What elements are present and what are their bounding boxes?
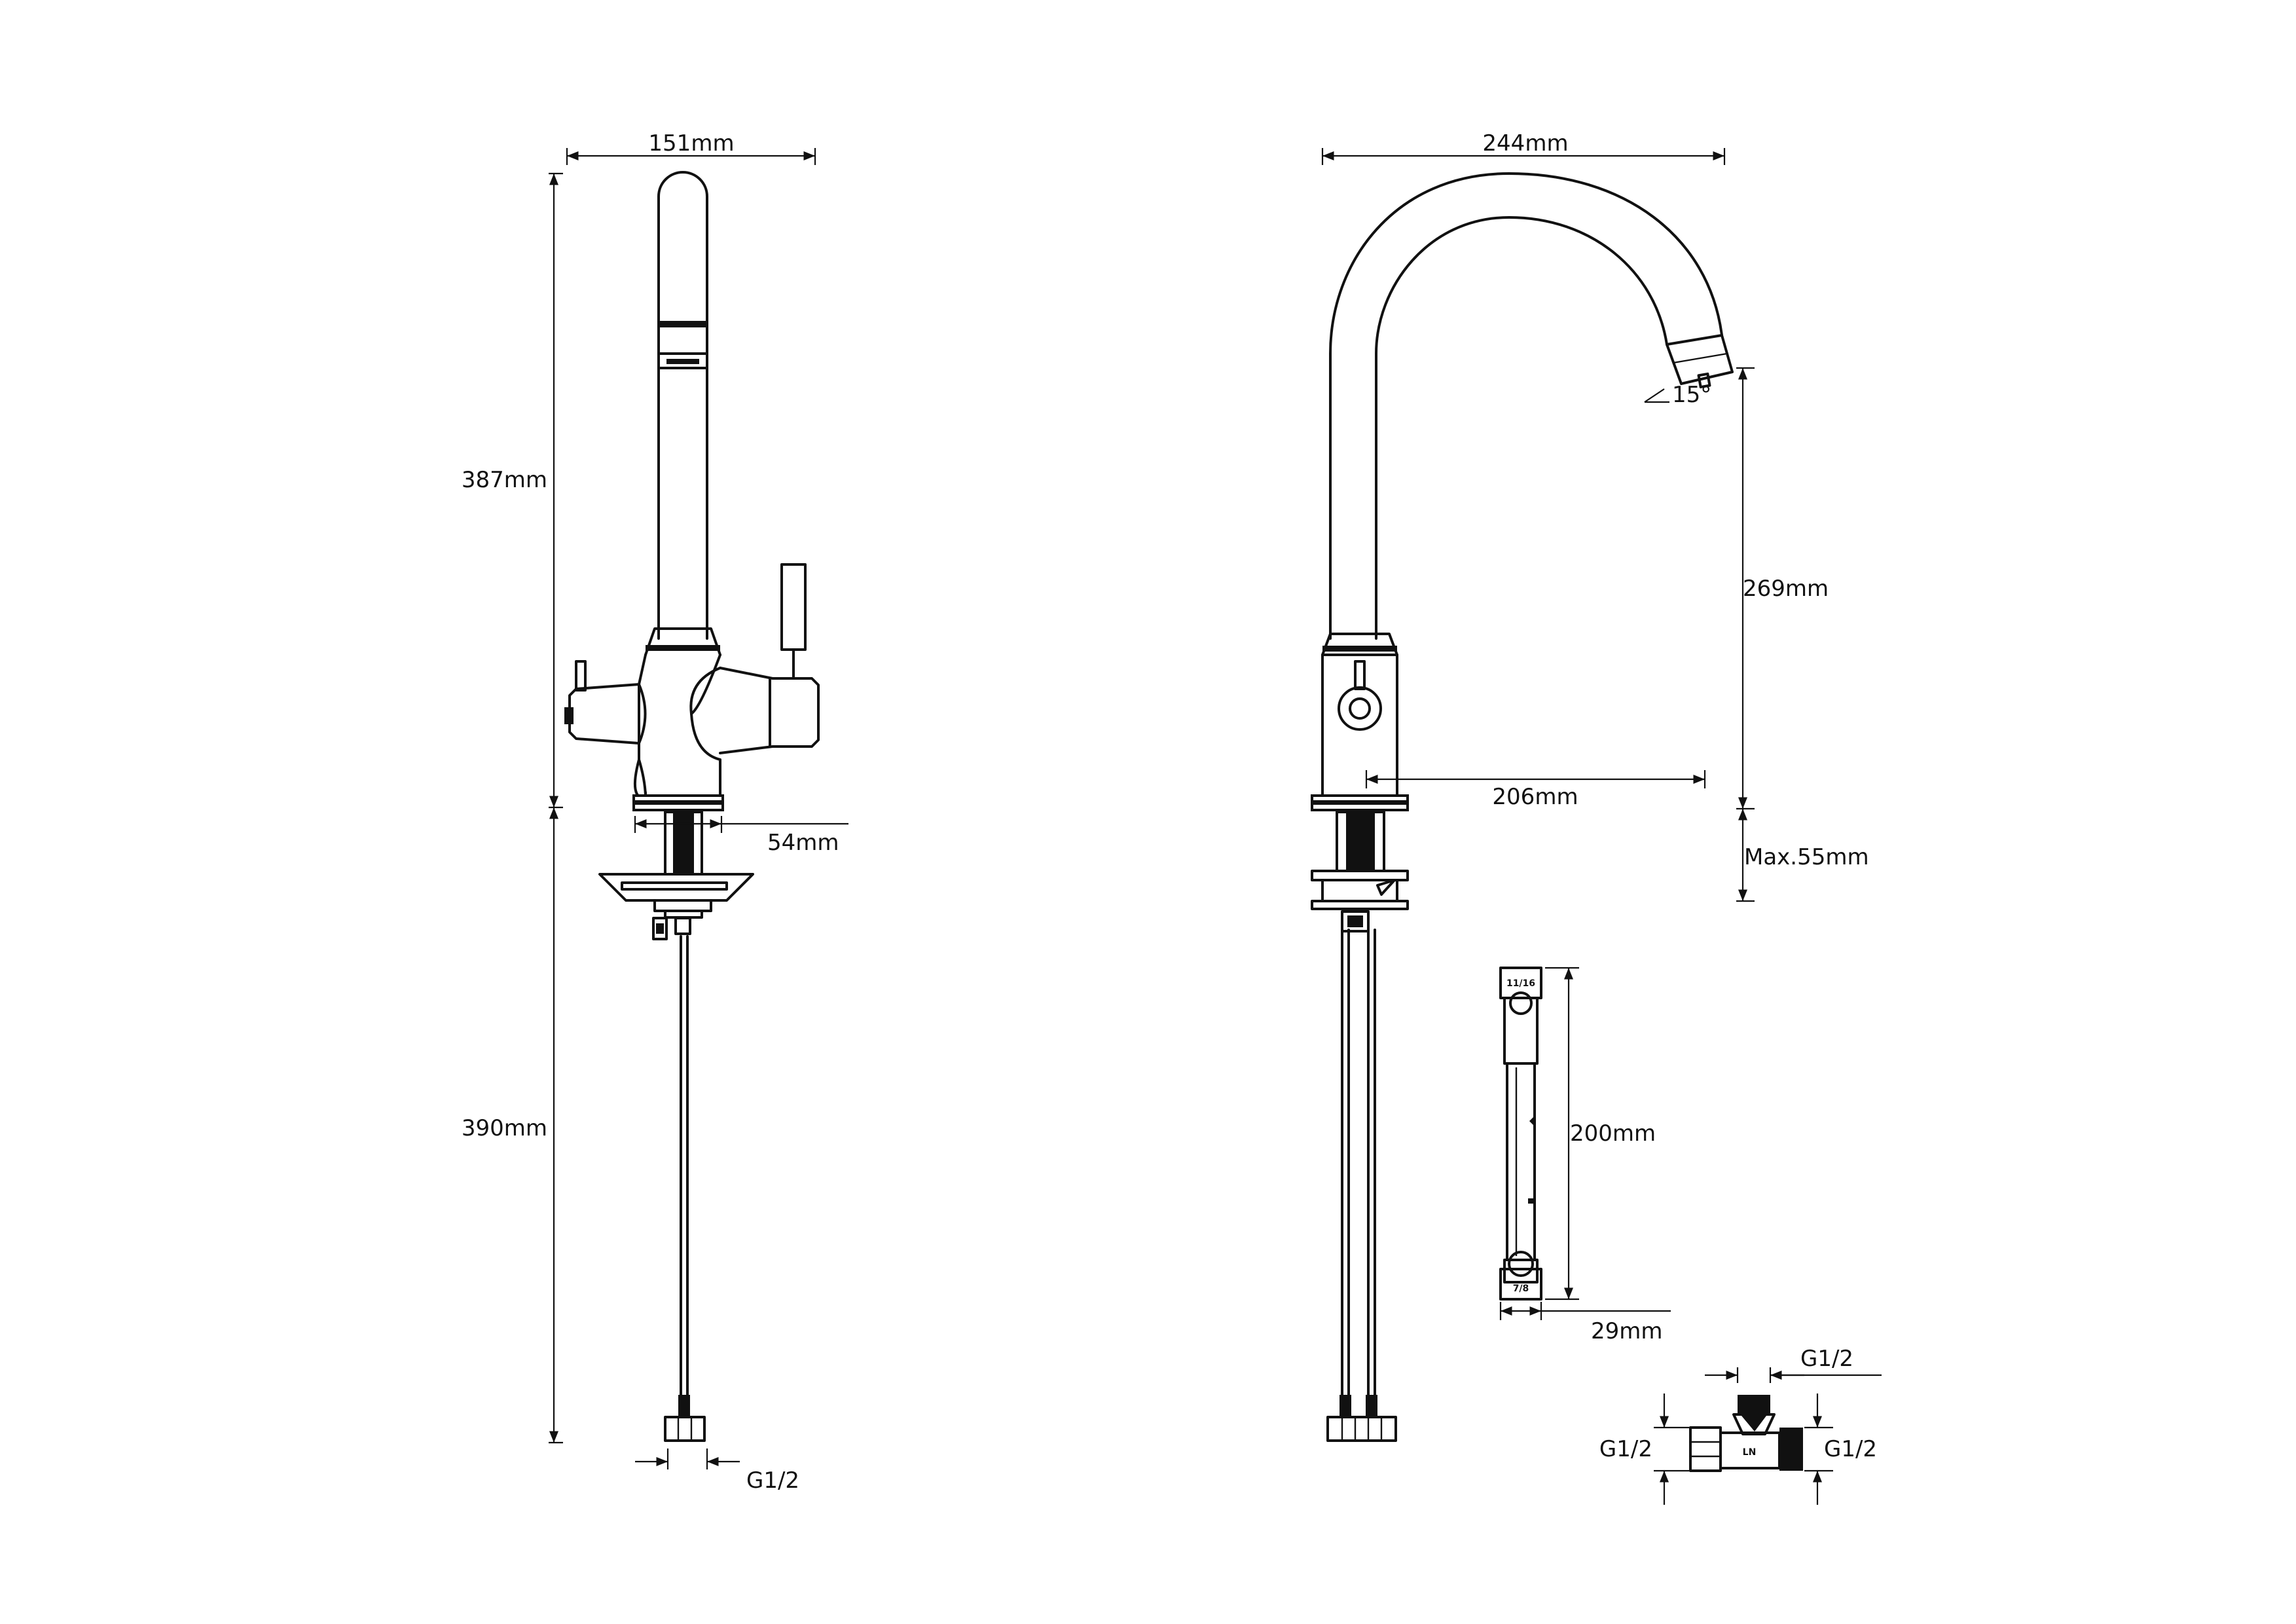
dim-244-label: 244mm bbox=[1482, 130, 1568, 157]
wrench-bottom-mark: 7/8 bbox=[1513, 1283, 1529, 1294]
dim-206: 206mm bbox=[1365, 770, 1706, 810]
front-mount bbox=[598, 811, 754, 940]
side-body bbox=[1311, 633, 1409, 811]
side-mount bbox=[1311, 811, 1409, 932]
dim-angle: 15° bbox=[1644, 382, 1711, 408]
dim-390: 390mm bbox=[462, 807, 563, 1444]
dim-200-label: 200mm bbox=[1570, 1120, 1656, 1147]
dim-244: 244mm bbox=[1321, 130, 1726, 165]
dim-151-label: 151mm bbox=[648, 130, 734, 157]
dim-valve-top-label: G1/2 bbox=[1800, 1346, 1853, 1372]
wrench-tool: 11/16 7/8 bbox=[1499, 967, 1542, 1301]
dim-151: 151mm bbox=[566, 130, 816, 165]
front-view bbox=[564, 171, 820, 1442]
dim-269-label: 269mm bbox=[1743, 576, 1829, 602]
angle-valve: LN bbox=[1689, 1395, 1803, 1472]
dim-387-label: 387mm bbox=[462, 467, 547, 493]
dim-valve-left-label: G1/2 bbox=[1599, 1436, 1652, 1462]
front-lever-handle bbox=[780, 563, 807, 680]
side-view bbox=[1311, 172, 1734, 1442]
dim-valve-right-label: G1/2 bbox=[1824, 1436, 1877, 1462]
side-spout bbox=[1329, 172, 1734, 640]
dim-valve-left: G1/2 bbox=[1599, 1393, 1689, 1505]
dim-54: 54mm bbox=[634, 816, 848, 856]
front-spout bbox=[657, 171, 708, 640]
dim-29: 29mm bbox=[1499, 1302, 1671, 1344]
dim-angle-label: 15° bbox=[1672, 382, 1711, 408]
side-hoses bbox=[1326, 929, 1397, 1442]
wrench-top-mark: 11/16 bbox=[1506, 978, 1535, 989]
dim-max55: Max.55mm bbox=[1736, 809, 1869, 902]
dim-269: 269mm bbox=[1736, 367, 1829, 810]
dim-valve-top: G1/2 bbox=[1705, 1346, 1882, 1383]
dim-g12-left-label: G1/2 bbox=[746, 1467, 799, 1494]
dim-max55-label: Max.55mm bbox=[1744, 844, 1869, 870]
dim-206-label: 206mm bbox=[1492, 784, 1578, 810]
dim-387: 387mm bbox=[462, 172, 563, 809]
dim-54-label: 54mm bbox=[767, 830, 839, 856]
dim-g12-left: G1/2 bbox=[635, 1449, 799, 1494]
front-body bbox=[564, 627, 820, 811]
dim-valve-right: G1/2 bbox=[1804, 1393, 1877, 1505]
front-hose bbox=[664, 935, 706, 1442]
dim-29-label: 29mm bbox=[1591, 1318, 1663, 1344]
dim-200: 200mm bbox=[1545, 967, 1656, 1301]
dim-390-label: 390mm bbox=[462, 1115, 547, 1141]
svg-text:LN: LN bbox=[1743, 1447, 1757, 1458]
